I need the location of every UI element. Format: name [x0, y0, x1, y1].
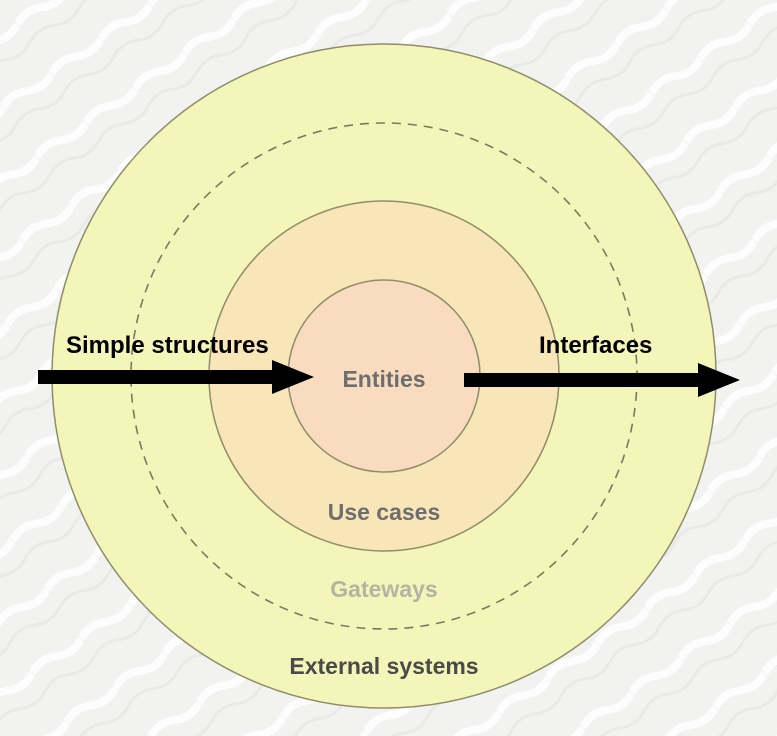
outbound-arrow-head	[698, 363, 740, 397]
outbound-arrow-label: Interfaces	[539, 332, 652, 359]
inbound-arrow-label: Simple structures	[66, 332, 269, 359]
inbound-arrow-shaft	[38, 370, 278, 384]
inbound-arrow-head	[272, 360, 314, 394]
use-cases-label: Use cases	[328, 499, 441, 525]
outbound-arrow-shaft	[464, 373, 704, 387]
outbound-arrow	[464, 363, 740, 397]
entities-label: Entities	[342, 366, 425, 392]
gateways-label: Gateways	[330, 576, 437, 602]
inbound-arrow	[38, 360, 314, 394]
external-systems-label: External systems	[289, 653, 478, 679]
